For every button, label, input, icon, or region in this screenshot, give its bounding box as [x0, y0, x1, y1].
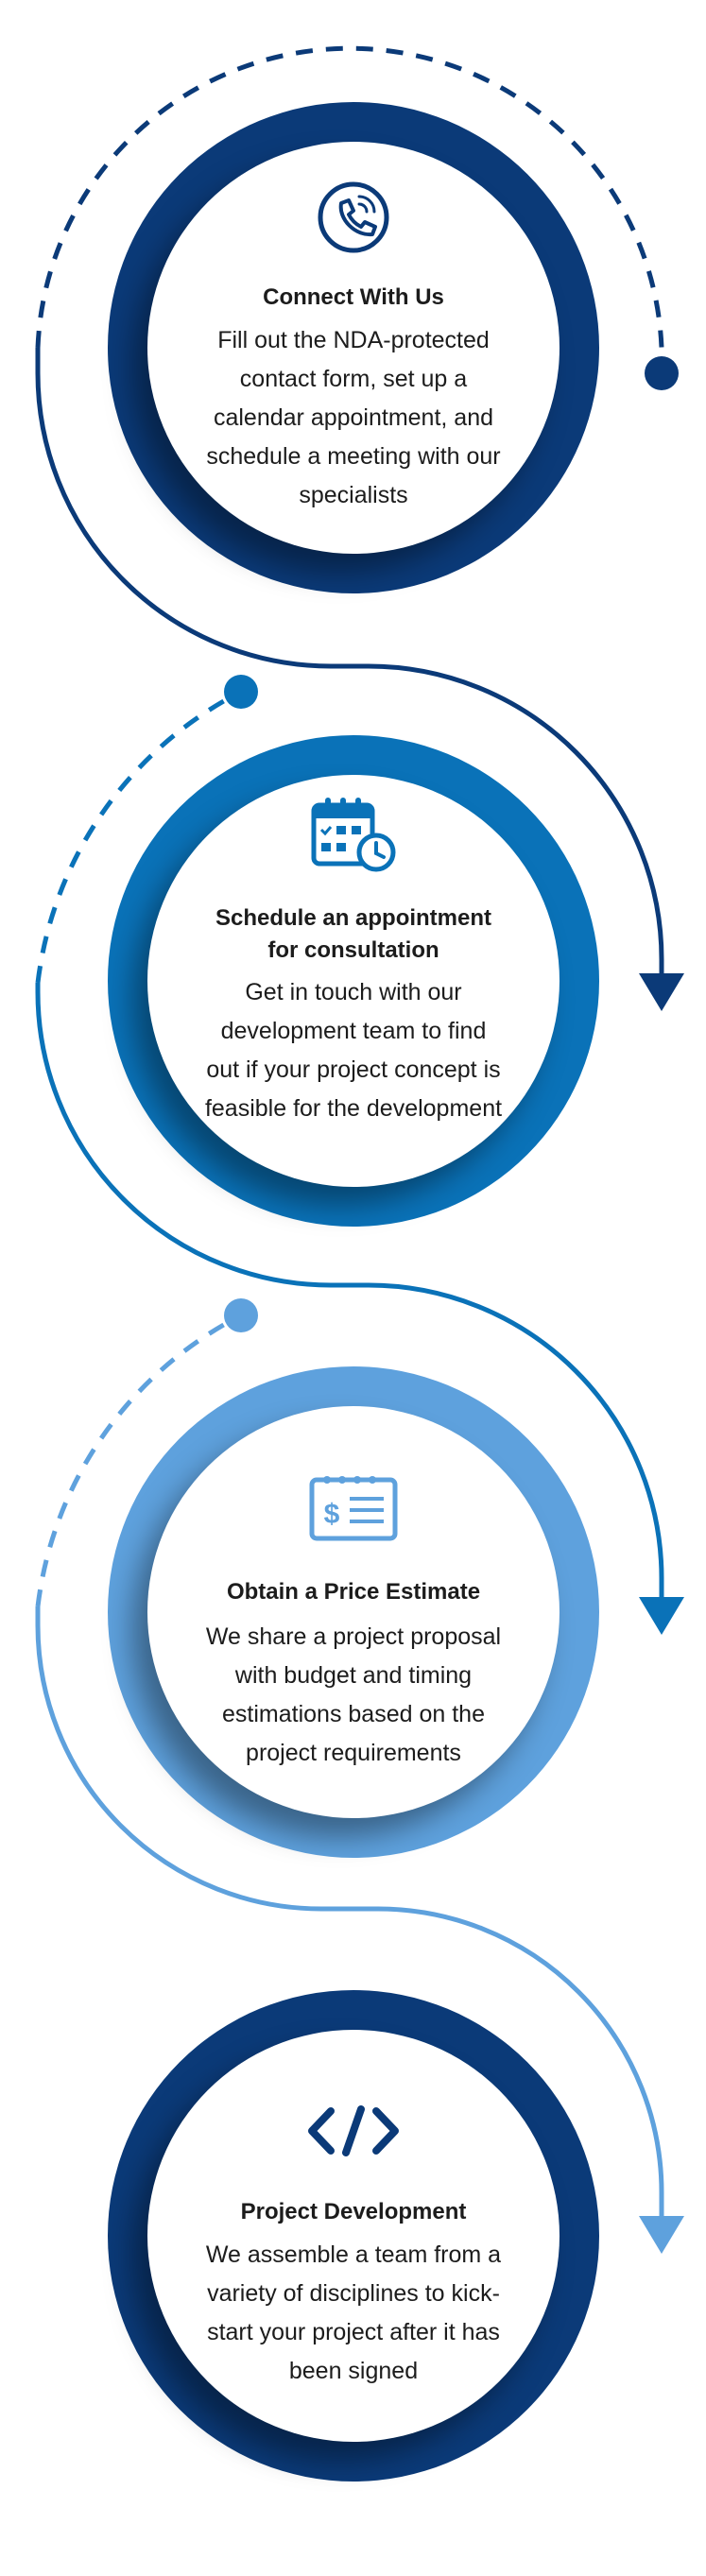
step-3-card: $ Obtain a Price Estimate We share a pro… — [147, 1406, 560, 1818]
arrow-down-1 — [639, 973, 684, 1011]
connector-1-to-2 — [35, 348, 664, 973]
arrow-down-2 — [639, 1597, 684, 1635]
arrow-down-3 — [639, 2216, 684, 2254]
step-3-dashed-arc — [35, 1313, 243, 1607]
step-1-card: Connect With Us Fill out the NDA-protect… — [147, 142, 560, 554]
phone-icon — [318, 181, 389, 253]
step-2-card: Schedule an appointment for consultation… — [147, 775, 560, 1187]
step-1-description: Fill out the NDA-protected contact form,… — [206, 327, 501, 508]
connector-3-to-4 — [35, 1606, 664, 2216]
step-4-card: Project Development We assemble a team f… — [147, 2030, 560, 2442]
step-3-description: We share a project proposal with budget … — [205, 1623, 502, 1766]
price-list-icon: $ — [309, 1476, 398, 1541]
svg-text:$: $ — [324, 1499, 340, 1530]
step-1-title: Connect With Us — [263, 284, 444, 310]
step-2-dashed-arc — [35, 689, 243, 984]
step-3-title: Obtain a Price Estimate — [226, 1579, 481, 1605]
step-2-description: Get in touch with our development team t… — [204, 979, 503, 1122]
step-4-title: Project Development — [240, 2199, 467, 2224]
code-icon — [308, 2105, 399, 2156]
step-3-dot — [224, 1298, 258, 1332]
step-2-circle: Schedule an appointment for consultation… — [108, 735, 599, 1227]
connector-2-to-3 — [35, 983, 664, 1597]
step-3-circle: $ Obtain a Price Estimate We share a pro… — [108, 1366, 599, 1858]
step-2-title: Schedule an appointment for consultation — [215, 905, 492, 963]
step-1-dot — [645, 356, 679, 390]
step-1-dashed-arc — [35, 45, 664, 374]
calendar-icon — [311, 798, 396, 872]
step-4-description: We assemble a team from a variety of dis… — [205, 2241, 502, 2384]
step-2-dot — [224, 675, 258, 709]
step-4-circle: Project Development We assemble a team f… — [108, 1990, 599, 2482]
step-1-circle: Connect With Us Fill out the NDA-protect… — [108, 102, 599, 593]
